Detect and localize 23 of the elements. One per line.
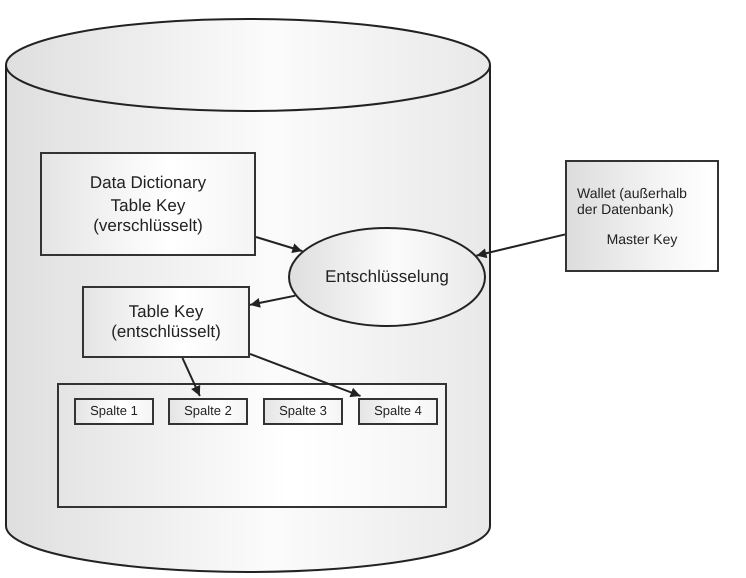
process-box: [358, 398, 438, 425]
arrow: [250, 294, 296, 308]
node-label: Wallet (außerhalb der Datenbank): [577, 184, 688, 218]
table-box: [57, 383, 447, 508]
process-box: [82, 286, 250, 358]
arrow: [256, 236, 303, 253]
process-box: [263, 398, 343, 425]
node-label: Master Key: [606, 231, 678, 248]
node-label: Data Dictionary: [90, 172, 206, 192]
arrow: [250, 353, 361, 398]
node-label: Spalte 4: [374, 404, 422, 419]
node-label: Spalte 2: [184, 404, 232, 419]
node-label: Table Key (verschlüsselt): [92, 196, 204, 236]
process-box: [40, 152, 256, 256]
node-label: Entschlüsselung: [325, 267, 449, 287]
arrow: [476, 233, 566, 258]
arrow: [182, 358, 201, 396]
node-label: Spalte 1: [90, 404, 138, 419]
process-box: [168, 398, 248, 425]
process-box: [565, 160, 719, 272]
process-box: [74, 398, 154, 425]
node-label: Table Key (entschlüsselt): [110, 302, 222, 342]
node-label: Spalte 3: [279, 404, 327, 419]
